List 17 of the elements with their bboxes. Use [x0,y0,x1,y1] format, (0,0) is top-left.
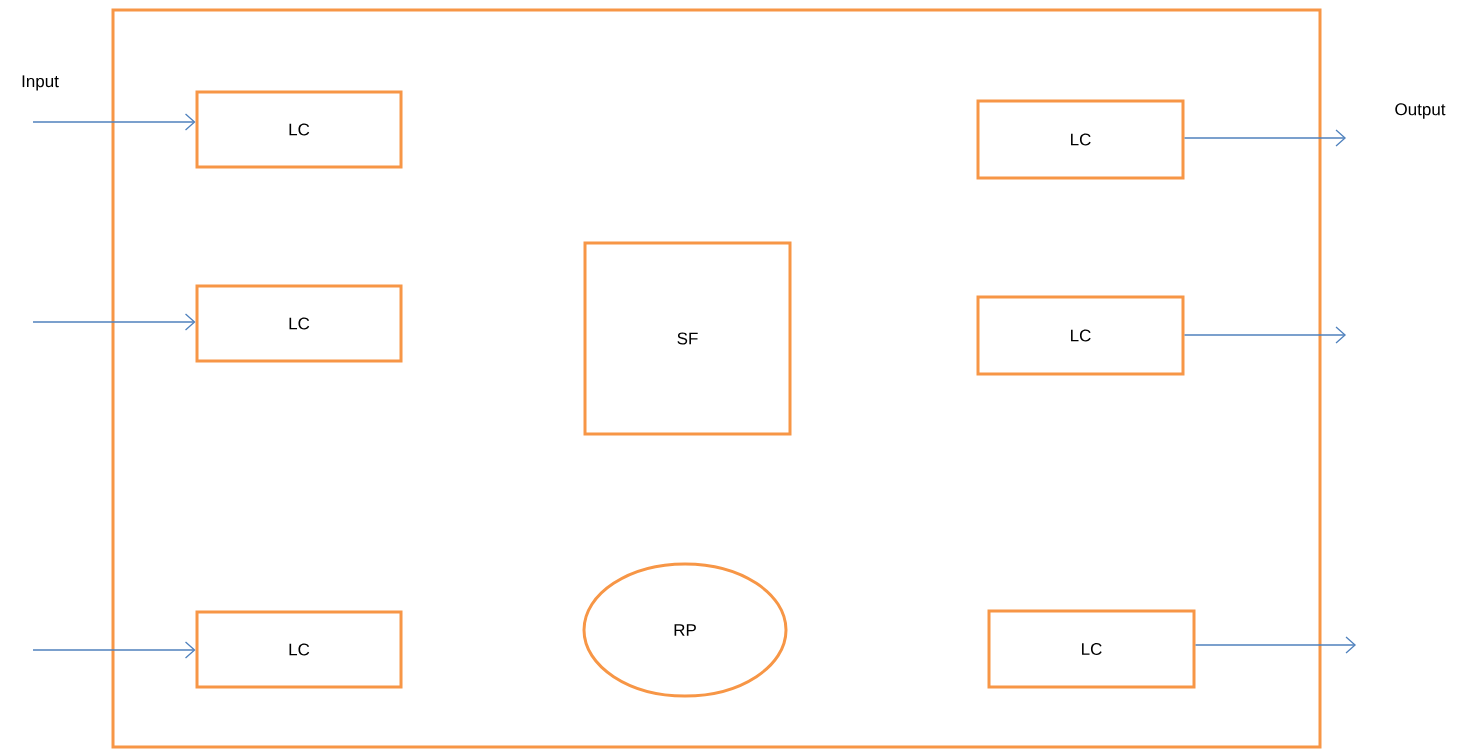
process-box: LC [976,99,1185,180]
arrow [32,113,196,131]
arrow [32,641,196,659]
arrow [32,313,196,331]
input-output-label: Input [22,75,59,91]
process-box: LC [195,610,403,689]
process-box: LC [195,90,403,169]
arrow [1183,326,1346,344]
arrow [1194,636,1356,654]
ellipse-node: RP [582,562,788,698]
process-box: LC [976,295,1185,376]
input-output-label: Output [1395,103,1446,119]
frame-box [111,8,1322,749]
process-box: LC [987,609,1196,689]
process-box: SF [583,241,792,436]
process-box: LC [195,284,403,363]
arrow [1183,129,1346,147]
